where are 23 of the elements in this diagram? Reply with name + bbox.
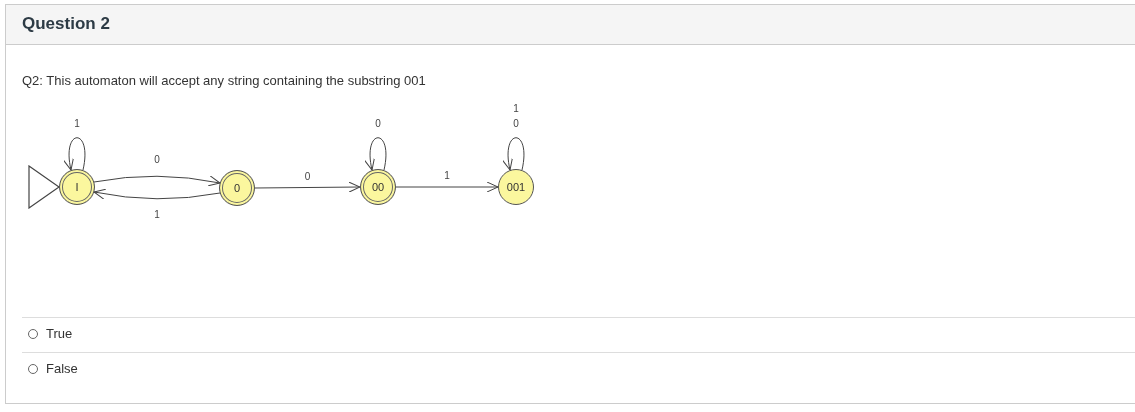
option-label: False (46, 361, 78, 376)
start-arrow (28, 165, 60, 209)
edge-label: 1 (73, 117, 81, 131)
self-loop-arrow (502, 137, 525, 171)
edge-label: 1 (443, 169, 451, 183)
self-loop-arrow (364, 137, 387, 171)
edge-label: 1 0 (512, 102, 520, 131)
option-label: True (46, 326, 73, 341)
question-text: Q2: This automaton will accept any string containing the substring 001 (22, 73, 426, 88)
edge-label: 1 (153, 208, 161, 222)
accepting-state: 0 (219, 170, 255, 206)
arrow (395, 181, 499, 193)
arrow (93, 188, 221, 200)
edge-label: 0 (303, 170, 312, 184)
state-circle: 001 (498, 169, 534, 205)
arrow (93, 175, 221, 187)
question-title: Question 2 (22, 14, 110, 34)
arrow (254, 181, 361, 193)
self-loop-arrow (63, 137, 86, 171)
accepting-state: I (59, 169, 95, 205)
edge-label: 0 (153, 153, 161, 167)
accepting-state: 00 (360, 169, 396, 205)
edge-label: 0 (374, 117, 382, 131)
